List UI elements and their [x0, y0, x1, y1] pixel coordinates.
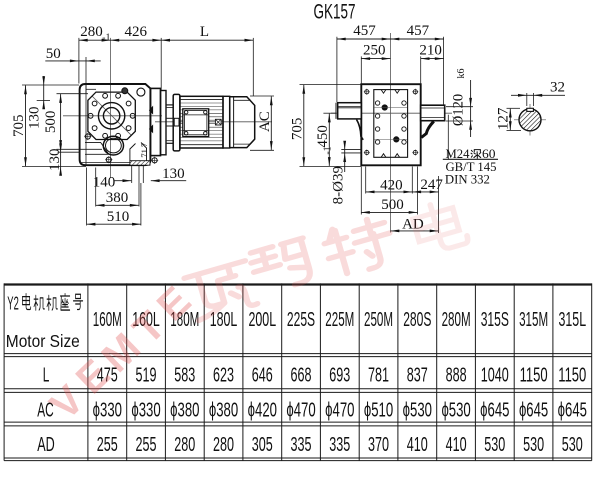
svg-text:M24: M24 [446, 147, 471, 161]
svg-text:32: 32 [550, 80, 565, 96]
svg-text:-1: -1 [102, 33, 110, 44]
svg-text:305: 305 [252, 433, 273, 456]
svg-text:Y2: Y2 [7, 294, 18, 314]
svg-text:AC: AC [37, 398, 54, 421]
svg-text:225M: 225M [325, 308, 354, 331]
svg-text:-1: -1 [323, 146, 334, 154]
svg-text:280: 280 [80, 24, 103, 40]
svg-text:315S: 315S [481, 308, 509, 331]
svg-text:781: 781 [368, 364, 389, 387]
svg-text:519: 519 [136, 364, 157, 387]
svg-text:GB/T 145: GB/T 145 [446, 160, 497, 174]
svg-text:380: 380 [106, 190, 129, 206]
svg-text:475: 475 [97, 364, 118, 387]
svg-text:705: 705 [289, 118, 305, 141]
svg-text:280S: 280S [403, 308, 431, 331]
svg-text:71.7: 71.7 [139, 143, 149, 158]
svg-text:410: 410 [446, 433, 467, 456]
svg-text:693: 693 [329, 364, 350, 387]
svg-text:370: 370 [368, 433, 389, 456]
svg-text:ϕ645: ϕ645 [519, 398, 548, 421]
svg-text:L: L [43, 364, 50, 387]
svg-text:127: 127 [495, 107, 511, 130]
svg-text:530: 530 [484, 433, 505, 456]
svg-text:530: 530 [562, 433, 583, 456]
svg-text:1150: 1150 [558, 364, 586, 387]
svg-text:426: 426 [125, 24, 148, 40]
svg-text:335: 335 [291, 433, 312, 456]
svg-text:180L: 180L [210, 308, 238, 331]
svg-text:888: 888 [446, 364, 467, 387]
svg-text:420: 420 [380, 177, 403, 193]
svg-text:668: 668 [291, 364, 312, 387]
svg-text:335: 335 [329, 433, 350, 456]
svg-text:623: 623 [213, 364, 234, 387]
svg-text:ϕ530: ϕ530 [403, 398, 432, 421]
svg-text:k6: k6 [456, 69, 467, 79]
svg-text:ϕ470: ϕ470 [286, 398, 315, 421]
svg-text:200L: 200L [249, 308, 277, 331]
svg-text:AD: AD [402, 217, 424, 233]
svg-text:646: 646 [252, 364, 273, 387]
svg-text:ϕ645: ϕ645 [558, 398, 587, 421]
svg-text:AD: AD [37, 433, 55, 456]
svg-text:ϕ530: ϕ530 [441, 398, 470, 421]
svg-text:210: 210 [419, 43, 442, 59]
svg-text:410: 410 [407, 433, 428, 456]
svg-text:ϕ330: ϕ330 [131, 398, 160, 421]
svg-text:1040: 1040 [481, 364, 509, 387]
svg-text:225S: 225S [287, 308, 315, 331]
svg-text:Ø120: Ø120 [450, 94, 466, 126]
svg-text:583: 583 [174, 364, 195, 387]
svg-text:280: 280 [174, 433, 195, 456]
svg-text:250: 250 [363, 43, 386, 59]
svg-text:457: 457 [407, 23, 430, 39]
svg-text:ϕ470: ϕ470 [325, 398, 354, 421]
svg-text:510: 510 [107, 209, 130, 225]
svg-text:ϕ330: ϕ330 [93, 398, 122, 421]
svg-text:180M: 180M [170, 308, 199, 331]
svg-text:255: 255 [136, 433, 157, 456]
svg-text:280: 280 [213, 433, 234, 456]
svg-text:AC: AC [257, 111, 273, 132]
svg-text:457: 457 [353, 23, 376, 39]
svg-text:L: L [200, 24, 209, 40]
svg-text:255: 255 [97, 433, 118, 456]
svg-text:ϕ380: ϕ380 [209, 398, 238, 421]
svg-text:247: 247 [420, 177, 443, 193]
svg-text:ϕ380: ϕ380 [170, 398, 199, 421]
svg-text:140: 140 [93, 174, 116, 190]
svg-text:ϕ645: ϕ645 [480, 398, 509, 421]
svg-text:280M: 280M [442, 308, 471, 331]
svg-text:315L: 315L [559, 308, 587, 331]
svg-text:GK157: GK157 [314, 1, 356, 24]
svg-text:837: 837 [407, 364, 428, 387]
svg-text:1150: 1150 [520, 364, 548, 387]
svg-text:450: 450 [315, 125, 331, 148]
svg-text:250M: 250M [364, 308, 393, 331]
svg-text:130: 130 [162, 166, 185, 182]
svg-text:60: 60 [482, 147, 496, 161]
svg-text:500: 500 [43, 111, 59, 133]
svg-text:ϕ420: ϕ420 [248, 398, 277, 421]
svg-text:160M: 160M [93, 308, 122, 331]
svg-text:160L: 160L [132, 308, 160, 331]
svg-text:ϕ510: ϕ510 [364, 398, 393, 421]
svg-text:Motor Size: Motor Size [6, 331, 80, 351]
svg-text:315M: 315M [519, 308, 548, 331]
svg-text:705: 705 [11, 115, 27, 138]
svg-text:8-Ø39: 8-Ø39 [330, 166, 346, 204]
svg-text:530: 530 [523, 433, 544, 456]
svg-text:130: 130 [47, 148, 63, 171]
svg-text:130: 130 [26, 106, 42, 129]
svg-text:500: 500 [381, 197, 404, 213]
svg-text:50: 50 [46, 46, 61, 62]
svg-text:DIN 332: DIN 332 [445, 173, 490, 187]
